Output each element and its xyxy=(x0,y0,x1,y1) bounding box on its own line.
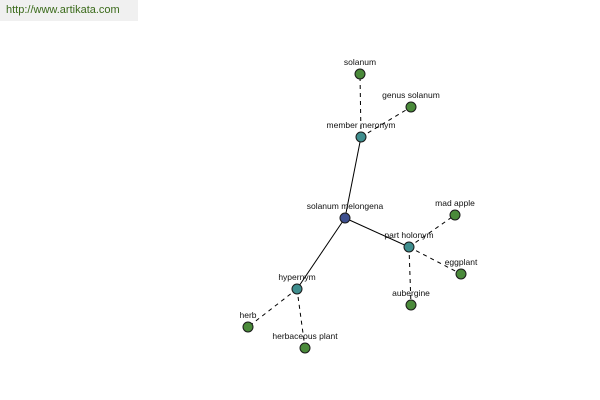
node-label-genus[interactable]: genus solanum xyxy=(382,90,440,100)
node-eggplant[interactable] xyxy=(455,268,467,280)
node-center[interactable] xyxy=(339,212,351,224)
node-part[interactable] xyxy=(403,241,415,253)
node-solanum[interactable] xyxy=(354,68,366,80)
edge-member-solanum xyxy=(359,73,362,138)
node-aubergine[interactable] xyxy=(405,299,417,311)
node-label-member[interactable]: member meronym xyxy=(327,120,396,130)
edge-hypernym-herb xyxy=(247,288,298,328)
node-label-herb[interactable]: herb xyxy=(239,310,256,320)
node-herb[interactable] xyxy=(242,321,254,333)
node-label-part[interactable]: part holonym xyxy=(384,230,433,240)
node-label-center[interactable]: solanum melongena xyxy=(307,201,384,211)
node-label-herbaceous[interactable]: herbaceous plant xyxy=(272,331,338,341)
node-label-madapple[interactable]: mad apple xyxy=(435,198,475,208)
node-member[interactable] xyxy=(355,131,367,143)
node-label-eggplant[interactable]: eggplant xyxy=(445,257,478,267)
edge-layer xyxy=(247,73,462,349)
node-label-hypernym[interactable]: hypernym xyxy=(278,272,315,282)
node-hypernym[interactable] xyxy=(291,283,303,295)
node-layer xyxy=(242,68,467,354)
url-bar: http://www.artikata.com xyxy=(0,0,138,21)
label-layer: solanum melongena member meronym solanum ge… xyxy=(239,57,477,341)
site-url-link[interactable]: http://www.artikata.com xyxy=(6,4,120,16)
edge-center-hypernym xyxy=(296,217,346,290)
node-madapple[interactable] xyxy=(449,209,461,221)
node-herbaceous[interactable] xyxy=(299,342,311,354)
node-genus[interactable] xyxy=(405,101,417,113)
edge-member-genus xyxy=(360,106,412,138)
node-label-solanum[interactable]: solanum xyxy=(344,57,376,67)
node-label-aubergine[interactable]: aubergine xyxy=(392,288,430,298)
edge-part-madapple xyxy=(408,214,456,248)
edge-part-aubergine xyxy=(408,246,412,306)
edge-center-member xyxy=(344,136,362,219)
edge-center-part xyxy=(344,217,410,248)
edge-hypernym-herbaceous xyxy=(296,288,306,349)
edge-part-eggplant xyxy=(408,246,462,275)
